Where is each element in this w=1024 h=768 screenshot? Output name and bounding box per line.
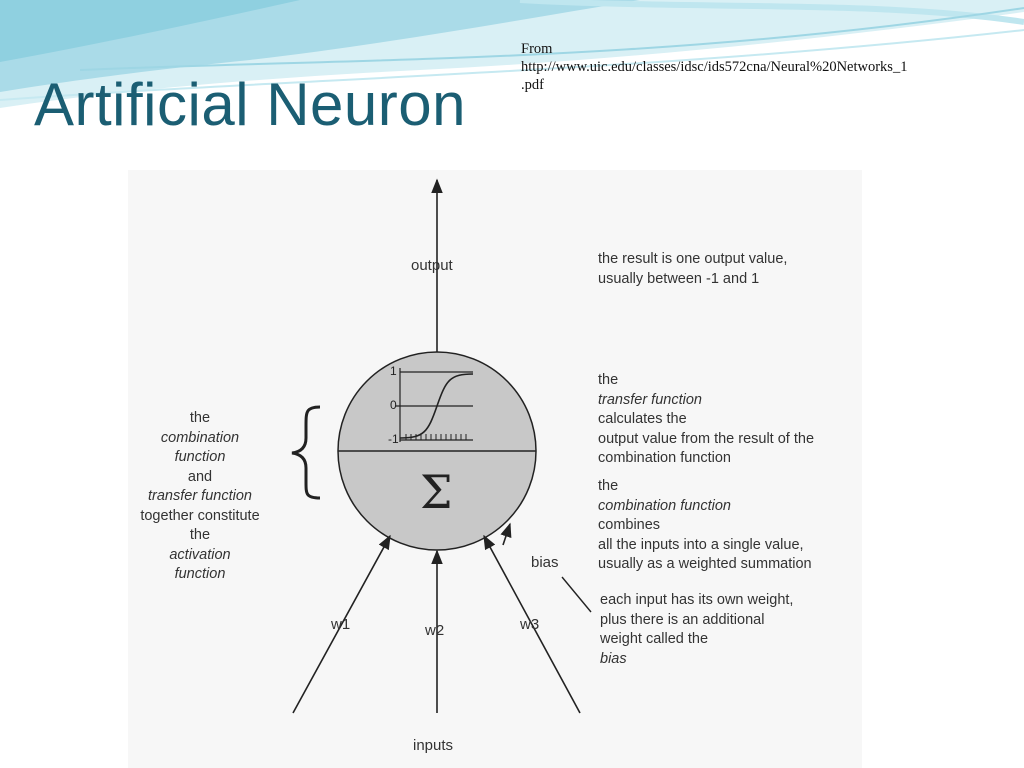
inputs-note-pointer	[561, 576, 592, 613]
bias-label: bias	[531, 554, 559, 571]
bias-arrow	[500, 522, 512, 546]
weight-label-w3: w3	[520, 616, 540, 633]
output-note: the result is one output value, usually …	[598, 251, 788, 287]
source-note: From http://www.uic.edu/classes/idsc/ids…	[521, 40, 1016, 94]
source-url: http://www.uic.edu/classes/idsc/ids572cn…	[521, 59, 908, 75]
tick-label-top: 1	[390, 364, 397, 378]
source-from: From	[521, 41, 553, 57]
weight-label-w1: w1	[331, 616, 351, 633]
sigma-symbol: Σ	[420, 465, 453, 519]
curly-brace	[291, 405, 321, 500]
neuron-diagram-panel: output inputs w1 w2 w3 bias Σ 1 0 -1 the…	[128, 170, 862, 768]
input-arrow-w3	[483, 534, 581, 714]
wave-front	[0, 0, 300, 62]
neuron-diagram	[291, 178, 592, 714]
source-url-end: .pdf	[521, 77, 544, 93]
sigmoid-curve	[399, 373, 474, 439]
transfer-function-note: the transfer function calculates the out…	[598, 372, 815, 466]
wave-stroke-2	[79, 7, 1024, 71]
inputs-label: inputs	[413, 737, 454, 754]
activation-note: the combination function and transfer fu…	[140, 410, 260, 582]
wave-stroke-1	[519, 0, 1024, 25]
input-arrow-w1	[292, 534, 391, 714]
slide-title: Artificial Neuron	[34, 71, 466, 138]
tick-label-zero: 0	[390, 398, 397, 412]
header-waves	[0, 0, 1024, 108]
output-label: output	[411, 257, 453, 274]
combination-function-note: the combination function combines all th…	[598, 478, 812, 572]
tick-label-bottom: -1	[388, 432, 399, 446]
inputs-weight-note: each input has its own weight, plus ther…	[600, 592, 794, 667]
weight-label-w2: w2	[425, 622, 445, 639]
wave-stroke-3	[0, 29, 1024, 101]
